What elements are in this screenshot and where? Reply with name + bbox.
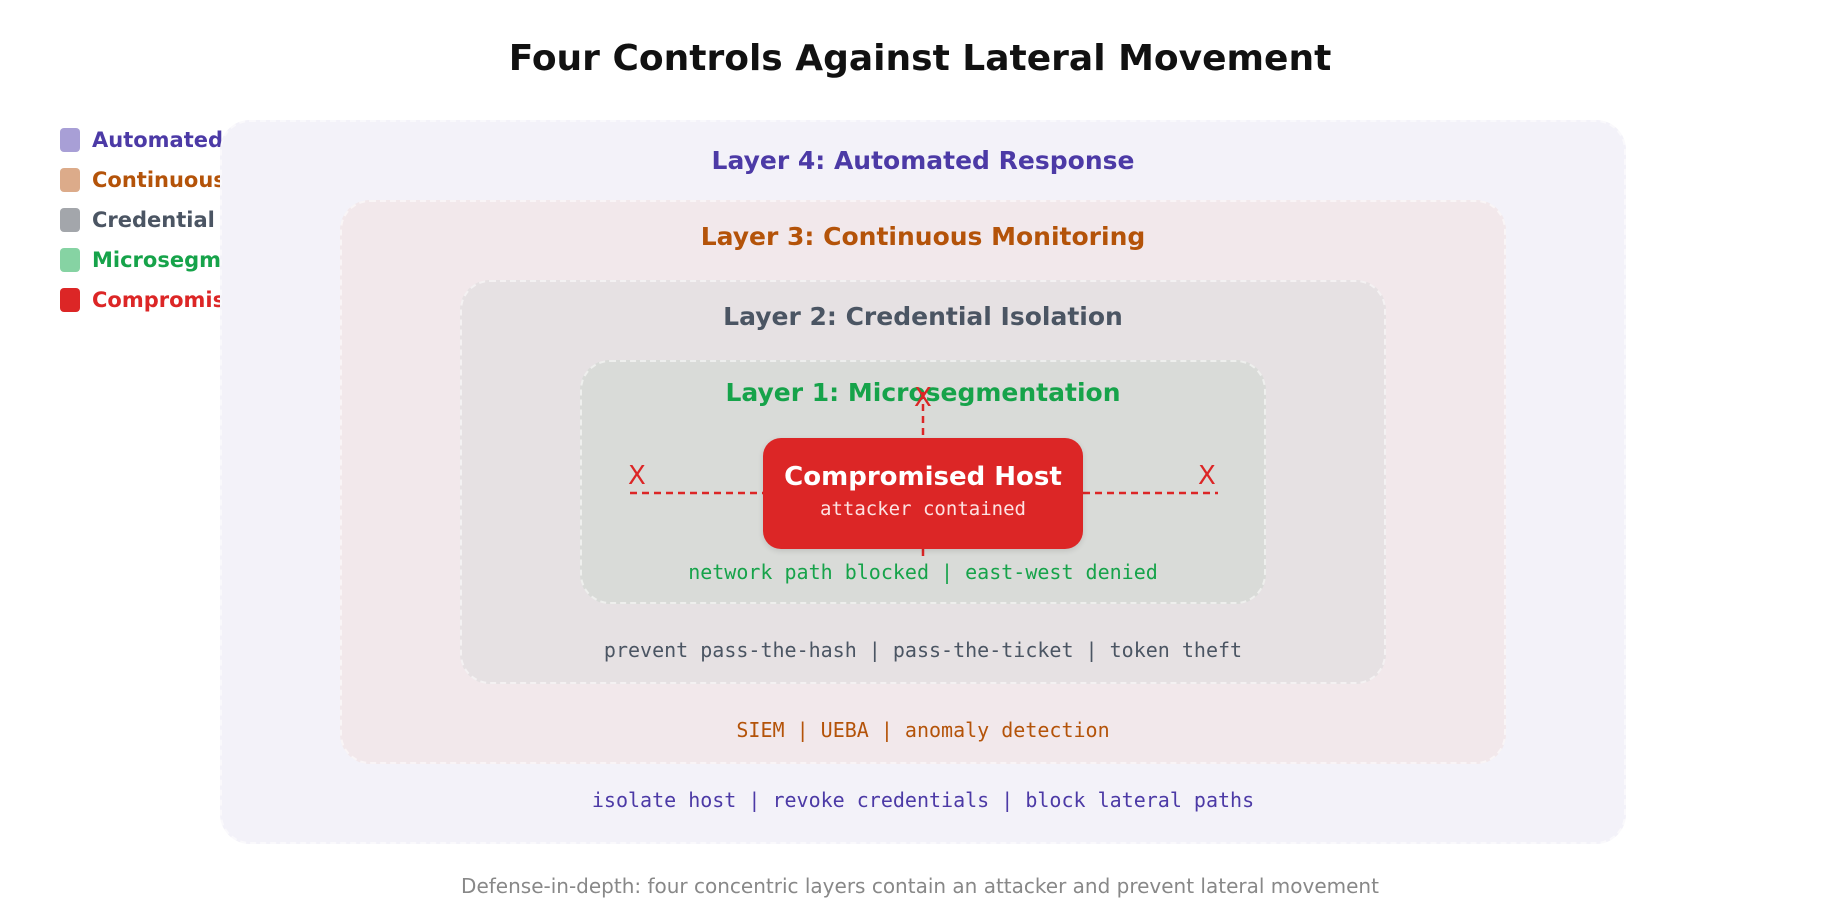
blocked-marker-east: X <box>1198 461 1216 491</box>
layer-4-title: Layer 4: Automated Response <box>711 146 1135 175</box>
layer-3-title: Layer 3: Continuous Monitoring <box>700 222 1146 251</box>
compromised-host-node: Compromised Host attacker contained <box>763 438 1083 549</box>
legend-swatch-credential-isolation <box>60 208 80 232</box>
diagram-footnote: Defense-in-depth: four concentric layers… <box>461 874 1379 898</box>
legend-swatch-compromised-host <box>60 288 80 312</box>
compromised-host-title: Compromised Host <box>784 462 1062 492</box>
layer-3-caption: SIEM | UEBA | anomaly detection <box>736 718 1110 742</box>
layer-1-caption: network path blocked | east-west denied <box>688 560 1158 584</box>
legend-swatch-microsegmentation <box>60 248 80 272</box>
blocked-marker-west: X <box>628 461 646 491</box>
blocked-marker-north: X <box>914 383 932 413</box>
layer-2-title: Layer 2: Credential Isolation <box>723 302 1123 331</box>
layer-4-caption: isolate host | revoke credentials | bloc… <box>591 788 1255 812</box>
legend-swatch-continuous-monitoring <box>60 168 80 192</box>
compromised-host-subtitle: attacker contained <box>820 498 1026 520</box>
diagram-title: Four Controls Against Lateral Movement <box>508 38 1332 79</box>
legend-swatch-automated-response <box>60 128 80 152</box>
layer-2-caption: prevent pass-the-hash | pass-the-ticket … <box>603 638 1243 662</box>
